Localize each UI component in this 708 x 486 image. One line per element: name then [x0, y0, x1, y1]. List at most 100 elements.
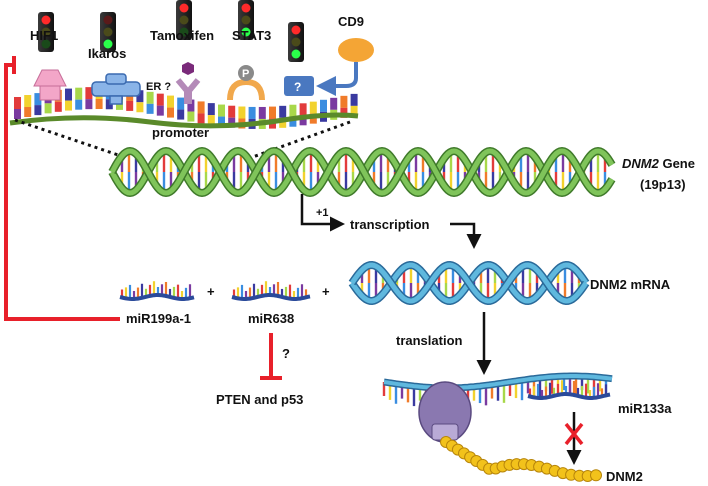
ikaros-head — [105, 73, 127, 85]
trans-mrna-strand — [383, 374, 613, 390]
cd9-blob — [338, 38, 374, 62]
promoter-base-top — [34, 93, 42, 106]
hif1-base — [39, 85, 61, 101]
dnm2-mrna-helix — [348, 260, 590, 306]
promoter-base-top — [320, 99, 327, 112]
promoter-base-bottom — [75, 99, 83, 110]
er-receptor — [175, 62, 201, 104]
mir133a-backbone — [527, 392, 611, 400]
traffic-light-lamp — [41, 27, 51, 37]
promoter-base-bottom — [126, 100, 134, 111]
hif1-shape — [33, 69, 67, 87]
plus-sign-1: + — [207, 284, 215, 299]
traffic-light-lamp — [103, 27, 113, 37]
promoter-base-bottom — [14, 109, 21, 119]
promoter-base-bottom — [289, 116, 297, 127]
mir199a-1-strand — [119, 281, 195, 301]
promoter-base-top — [238, 106, 246, 119]
tamoxifen-label: Tamoxifen — [150, 28, 214, 43]
unknown-factor-label: ? — [294, 80, 301, 94]
promoter-base-bottom — [197, 113, 205, 124]
traffic-light-lamp — [179, 15, 189, 25]
dnm2-peptide-chain — [440, 436, 602, 482]
traffic-light-lamp — [291, 49, 301, 59]
pten-p53-label: PTEN and p53 — [216, 392, 303, 407]
gene-label: DNM2 Gene — [622, 156, 695, 171]
er-receptor-stem — [184, 92, 192, 104]
promoter-base-bottom — [54, 101, 62, 112]
traffic-light-lamp — [41, 39, 51, 49]
promoter-base-top — [289, 104, 297, 117]
stat3-factor: P — [227, 65, 265, 101]
promoter-base-bottom — [136, 102, 144, 113]
promoter-base-top — [309, 101, 317, 114]
promoter-base-top — [279, 105, 287, 118]
traffic-light-lamp — [241, 27, 251, 37]
mir133a-label: miR133a — [618, 401, 672, 416]
promoter-base-top — [218, 104, 225, 117]
phospho-label: P — [242, 68, 249, 80]
dna-strand-b — [109, 148, 615, 196]
promoter-base-top — [197, 101, 205, 114]
translating-mrna — [382, 372, 613, 408]
promoter-base-top — [65, 88, 72, 101]
zoom-line-left — [14, 118, 125, 159]
phospho-badge — [238, 65, 254, 81]
cd9-arrow — [316, 62, 358, 96]
promoter-base-bottom — [95, 99, 103, 110]
ribosome — [418, 381, 472, 443]
traffic-light-hif1 — [38, 12, 54, 52]
traffic-light-lamp — [179, 3, 189, 13]
traffic-lights — [38, 0, 304, 62]
mrna-strand-b — [349, 262, 589, 304]
promoter-base-top — [187, 99, 195, 112]
translation-label: translation — [396, 333, 463, 348]
mir638-strand — [231, 281, 311, 301]
promoter-base-top — [75, 87, 83, 100]
promoter-base-bottom — [167, 107, 174, 118]
ikaros-label: Ikaros — [88, 46, 126, 61]
traffic-light-lamp — [291, 25, 301, 35]
tamoxifen-molecule — [182, 62, 194, 75]
promoter-base-top — [258, 106, 266, 119]
protein-label: DNM2 — [606, 469, 643, 484]
ikaros-foot — [109, 95, 123, 105]
amino-acid-bead — [590, 469, 602, 482]
promoter-base-bottom — [279, 117, 287, 128]
promoter-base-bottom — [218, 116, 225, 127]
traffic-light-lamp — [241, 3, 251, 13]
tss-arrow — [300, 194, 345, 232]
mir133a-strand — [527, 380, 611, 400]
hif1-feedback-line — [4, 63, 120, 321]
promoter-base-top — [14, 97, 21, 109]
traffic-light-ikaros — [100, 12, 116, 52]
traffic-light-lamp — [241, 15, 251, 25]
promoter-base-bottom — [146, 103, 154, 114]
promoter-base-bottom — [187, 111, 195, 122]
promoter-base-top — [340, 95, 348, 108]
traffic-light-lamp — [41, 15, 51, 25]
stat3-label: STAT3 — [232, 28, 271, 43]
promoter-base-top — [248, 106, 256, 119]
promoter-base-top — [136, 90, 144, 103]
stat3-shape — [227, 78, 265, 101]
unknown-factor-box — [284, 76, 314, 96]
mrna-label: DNM2 mRNA — [590, 277, 671, 292]
promoter-dna-backbone — [9, 112, 359, 129]
block-cross-b — [564, 422, 584, 446]
promoter-base-top — [167, 95, 174, 108]
promoter-base-top — [85, 87, 93, 100]
uncertain-mark: ? — [282, 346, 290, 361]
gene-name: DNM2 — [622, 156, 660, 171]
er-receptor-shape — [175, 78, 201, 97]
promoter-base-bottom — [350, 105, 358, 116]
promoter-base-bottom — [85, 99, 93, 110]
promoter-base-bottom — [156, 105, 164, 116]
traffic-light-lamp — [103, 15, 113, 25]
mir199a-1-label: miR199a-1 — [126, 311, 191, 326]
plus-one-label: +1 — [316, 207, 329, 219]
er-label: ER ? — [146, 81, 171, 93]
promoter-base-top — [146, 91, 154, 104]
